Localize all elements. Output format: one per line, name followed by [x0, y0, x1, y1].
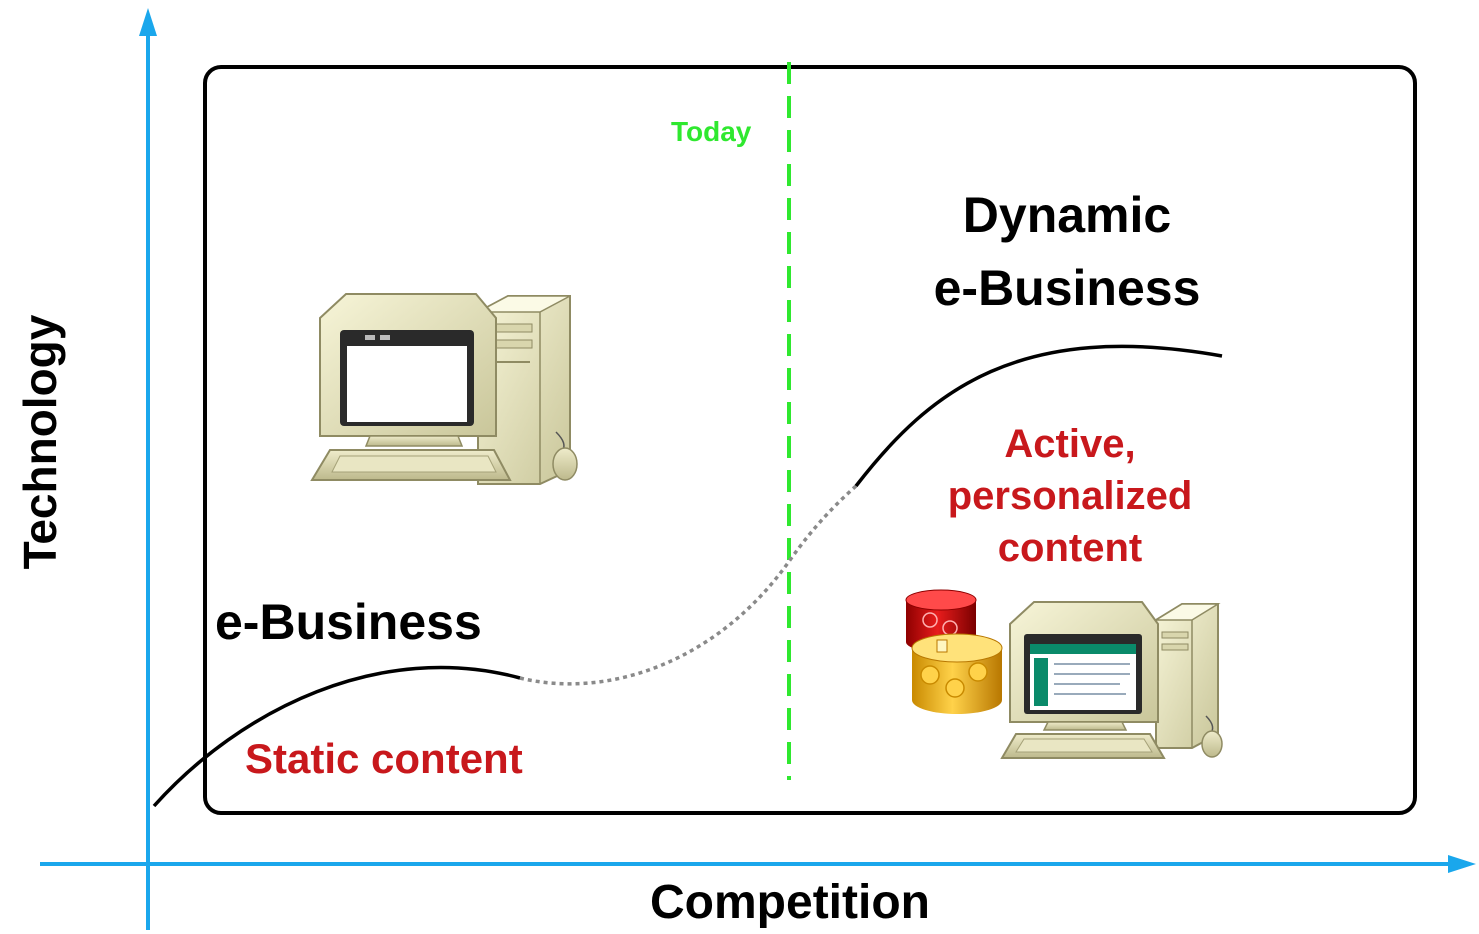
x-axis	[40, 855, 1476, 873]
transition-curve	[519, 484, 858, 686]
dynamic-ebusiness-curve	[854, 344, 1223, 488]
computer-with-web-page-icon	[1000, 601, 1223, 759]
active-content-line3: content	[997, 526, 1143, 570]
x-axis-label: Competition	[650, 876, 930, 929]
dynamic-ebusiness-title-line1: Dynamic	[962, 187, 1172, 243]
active-content-line2: personalized	[947, 474, 1193, 518]
ebusiness-curve	[152, 665, 521, 808]
y-axis-label: Technology	[14, 314, 66, 570]
database-icon	[911, 633, 1003, 714]
today-label: Today	[671, 116, 752, 147]
static-content-label: Static content	[245, 735, 523, 782]
desktop-computer-icon	[310, 293, 578, 485]
active-content-line1: Active,	[1004, 422, 1136, 466]
dynamic-ebusiness-title-line2: e-Business	[933, 260, 1201, 316]
active-content-label: Active, personalized content	[948, 418, 1193, 574]
ebusiness-title: e-Business	[215, 594, 482, 650]
diagram-frame	[203, 65, 1417, 815]
y-axis	[139, 8, 157, 930]
